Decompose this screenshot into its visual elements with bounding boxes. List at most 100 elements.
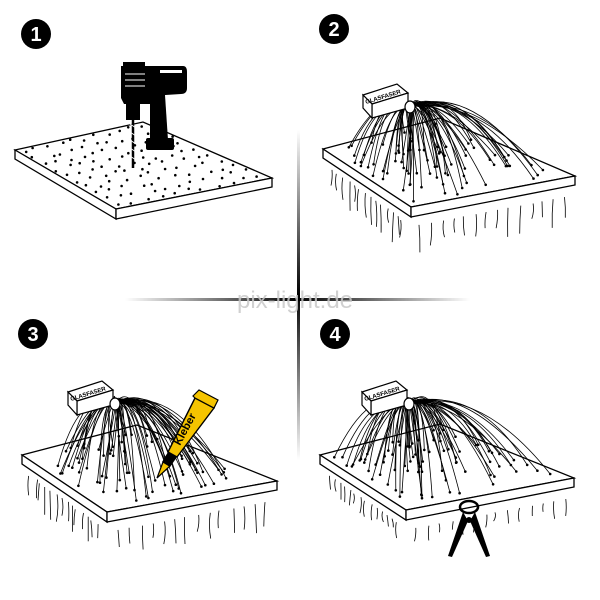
- fiber-tail: [414, 527, 417, 542]
- fiber-end-dot: [386, 483, 390, 486]
- fiber-tail: [438, 523, 441, 533]
- fiber-tail: [493, 512, 496, 522]
- watermark: pix-light.de: [237, 287, 353, 314]
- fiber-end-dot: [474, 443, 478, 447]
- fiber-tail: [341, 177, 344, 200]
- hole-dot: [44, 162, 48, 165]
- fiber-tail: [334, 479, 337, 492]
- fiber-tail: [81, 512, 84, 530]
- fiber-end-dot: [541, 168, 545, 172]
- fiber-strand: [114, 400, 225, 473]
- hole-dot: [54, 159, 57, 163]
- hole-dot: [255, 175, 258, 178]
- panel-4-cutting: GLASFASER: [318, 380, 577, 557]
- hole-dot: [104, 174, 108, 178]
- hole-dot: [123, 169, 126, 172]
- fiber-end-dot: [71, 466, 74, 470]
- fiber-end-dot: [110, 449, 113, 452]
- hole-dot: [180, 149, 183, 153]
- hole-dot: [105, 196, 109, 199]
- hole-dot: [75, 181, 79, 184]
- hole-dot: [163, 167, 167, 171]
- hole-dot: [118, 129, 121, 133]
- fiber-end-dot: [426, 159, 429, 162]
- hole-dot: [88, 176, 92, 179]
- hole-dot: [91, 151, 94, 155]
- fiber-strand: [408, 402, 517, 472]
- fiber-end-dot: [420, 185, 423, 189]
- fiber-end-dot: [61, 472, 64, 475]
- fiber-end-dot: [98, 481, 102, 485]
- fiber-end-dot: [418, 465, 422, 468]
- fiber-end-dot: [77, 471, 81, 474]
- hole-dot: [70, 158, 73, 162]
- star-panel-board: [13, 121, 275, 221]
- fiber-tail: [451, 521, 454, 530]
- fiber-end-dot: [171, 489, 175, 493]
- hole-dot: [46, 145, 49, 148]
- fiber-tail: [36, 479, 38, 499]
- step-1-number: 1: [30, 24, 41, 46]
- fiber-end-dot: [333, 456, 336, 459]
- fiber-end-dot: [536, 173, 539, 177]
- fiber-end-dot: [421, 460, 425, 463]
- fiber-end-dot: [454, 435, 457, 439]
- fiber-end-dot: [353, 154, 356, 157]
- fiber-tail: [495, 209, 499, 229]
- fiber-tail: [462, 216, 465, 236]
- fiber-end-dot: [67, 464, 70, 468]
- hole-dot: [221, 168, 225, 172]
- fiber-end-dot: [188, 463, 192, 466]
- fiber-end-dot: [168, 474, 172, 478]
- fiber-end-dot: [444, 479, 448, 482]
- fiber-end-dot: [397, 151, 401, 154]
- fiber-end-dot: [366, 452, 369, 456]
- fiber-end-dot: [150, 440, 154, 444]
- fiber-end-dot: [370, 478, 374, 481]
- fiber-end-dot: [105, 476, 108, 479]
- hole-dot: [91, 168, 94, 171]
- fiber-end-dot: [476, 443, 480, 447]
- fiber-end-dot: [76, 456, 79, 460]
- fiber-end-dot: [362, 153, 366, 157]
- fiber-box-icon: GLASFASER: [360, 380, 415, 417]
- fiber-end-dot: [222, 471, 226, 474]
- fiber-tail: [363, 500, 365, 517]
- fiber-tail: [233, 508, 235, 533]
- fiber-end-dot: [217, 468, 220, 472]
- fiber-end-dot: [145, 434, 149, 437]
- star-panel-board: [20, 424, 280, 524]
- fiber-end-dot: [402, 166, 406, 170]
- fiber-end-dot: [124, 486, 128, 490]
- fiber-tail: [330, 169, 333, 186]
- fiber-tail: [376, 507, 378, 520]
- fiber-end-dot: [409, 183, 412, 186]
- fiber-tail: [453, 218, 456, 233]
- fiber-tail: [485, 514, 488, 528]
- hole-dot: [30, 155, 34, 159]
- fiber-strand: [409, 105, 534, 179]
- fiber-tail: [359, 497, 362, 514]
- hole-dot: [244, 168, 248, 171]
- panel-1-drilling: [13, 62, 275, 221]
- fiber-tail: [174, 519, 177, 544]
- fiber-end-dot: [111, 454, 115, 458]
- hole-dot: [220, 176, 224, 180]
- hole-dot: [129, 202, 133, 205]
- fiber-tail: [364, 193, 367, 218]
- fiber-end-dot: [76, 444, 79, 447]
- hole-dot: [140, 149, 143, 152]
- hole-dot: [176, 142, 179, 145]
- fiber-end-dot: [498, 452, 501, 456]
- fiber-tail: [375, 200, 378, 227]
- fiber-end-dot: [456, 193, 459, 196]
- fiber-end-dot: [398, 495, 402, 498]
- fiber-end-dot: [189, 460, 192, 464]
- hole-dot: [147, 162, 151, 166]
- fiber-end-dot: [447, 448, 450, 451]
- hole-dot: [70, 148, 73, 152]
- fiber-end-dot: [102, 490, 105, 494]
- fiber-tail: [380, 204, 382, 233]
- fiber-end-dot: [381, 143, 385, 146]
